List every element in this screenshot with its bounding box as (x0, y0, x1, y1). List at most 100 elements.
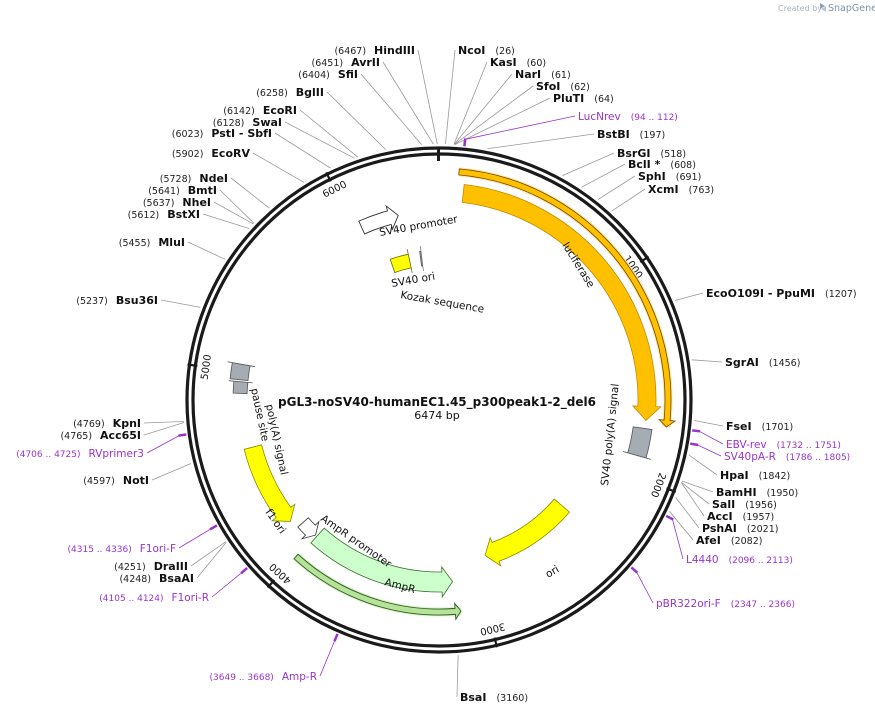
site-name-mlui: MluI (158, 236, 185, 249)
site-name-sali: SalI (712, 498, 735, 511)
primer-range-f1ori-r: (4105 .. 4124) (99, 594, 163, 604)
site-pos-acc65i: (4765) (60, 431, 92, 442)
leader-ndei (230, 177, 270, 209)
tick-mark (266, 579, 276, 589)
leader-sfoi (454, 85, 534, 145)
primer-range-pbr322ori-f: (2347 .. 2366) (731, 600, 795, 610)
leader-nhei (213, 201, 254, 225)
primer-leader-l4440 (672, 518, 684, 560)
primer-range-f1ori-f: (4315 .. 4336) (68, 545, 132, 555)
site-pos-bamhi: (1950) (767, 488, 799, 499)
site-name-sfii: SfiI (338, 68, 358, 81)
sv40-ori-box (389, 249, 413, 273)
site-pos-afei: (2082) (731, 536, 763, 547)
site-pos-bsrgi: (518) (660, 149, 686, 160)
primer-marker-amp-r (333, 633, 339, 642)
site-pos-mlui: (5455) (119, 238, 151, 249)
site-pos-fsei: (1701) (762, 422, 794, 433)
site-name-ecoo109i-ppumi: EcoO109I - PpuMI (706, 287, 815, 300)
f1-ori-arrow (243, 444, 296, 522)
site-pos-kasi: (60) (527, 58, 547, 69)
sv40-polya-box (622, 426, 653, 460)
primer-name-f1ori-r: F1ori-R (172, 592, 209, 604)
primer-leader-ebv-rev (698, 430, 724, 445)
leader-afei (669, 511, 694, 541)
site-pos-ncoi: (26) (495, 46, 515, 57)
site-pos-ndei: (5728) (160, 174, 192, 185)
leader-bsrgi (562, 152, 615, 177)
site-name-acc65i: Acc65I (100, 429, 141, 442)
primer-leader-lucnrev (465, 115, 576, 140)
ampr-arrow (310, 527, 454, 599)
feature-arrows (227, 167, 677, 621)
site-name-bstbi: BstBI (597, 128, 630, 141)
primer-name-lucnrev: LucNrev (578, 111, 621, 123)
primer-marker-lucnrev (463, 138, 467, 147)
ori-arrow (484, 498, 571, 567)
site-name-bglii: BglII (296, 86, 324, 99)
primer-range-rvprimer3: (4706 .. 4725) (16, 450, 80, 460)
luciferase-cds-outline-arrow (458, 168, 677, 428)
leader-sgrai (691, 359, 723, 363)
leader-nari (453, 73, 513, 145)
label-sv40-ori: SV40 ori (390, 270, 436, 289)
site-pos-bglii: (6258) (256, 88, 288, 99)
tick-mark (187, 363, 198, 367)
site-pos-ecoo109i-ppumi: (1207) (825, 289, 857, 300)
primer-range-amp-r: (3649 .. 3668) (210, 673, 274, 683)
snapgene-brand: SnapGene (828, 3, 875, 14)
site-pos-draiii: (4251) (114, 562, 146, 573)
site-name-pshai: PshAI (702, 522, 737, 535)
site-pos-bsaai: (4248) (119, 574, 151, 585)
primer-name-amp-r: Amp-R (282, 671, 317, 683)
site-name-nhei: NheI (182, 196, 211, 209)
site-name-bsaai: BsaAI (159, 572, 194, 585)
primer-leader-f1ori-r (211, 572, 243, 598)
site-name-bstxi: BstXI (167, 208, 200, 221)
primer-name-l4440: L4440 (686, 554, 719, 566)
site-pos-bmti: (5641) (148, 186, 180, 197)
leader-ecoo109i-ppumi (674, 292, 704, 301)
site-name-bcli: BclI * (628, 158, 661, 171)
site-pos-sfoi: (62) (570, 82, 590, 93)
label-sv40-polya: SV40 poly(A) signal (599, 383, 622, 486)
primer-marker-sv40pa-r (690, 442, 699, 447)
primer-leader-rvprimer3 (146, 435, 180, 454)
site-name-sphi: SphI (638, 170, 666, 183)
tick-mark (639, 255, 650, 264)
leader-bsu36i (160, 299, 201, 308)
pause-site-box (228, 380, 253, 394)
site-name-bsai: BsaI (460, 691, 486, 704)
leader-mlui (187, 241, 226, 260)
origin-marker (437, 148, 440, 161)
primer-markers (178, 138, 701, 642)
luciferase-arrow (461, 184, 662, 422)
primer-marker-rvprimer3 (178, 433, 187, 437)
site-name-ncoi: NcoI (458, 44, 485, 57)
primer-leader-pbr322ori-f (636, 571, 654, 604)
leader-avrii (382, 61, 434, 145)
site-pos-pshai: (2021) (747, 524, 779, 535)
site-name-ecori: EcoRI (263, 104, 297, 117)
site-name-draiii: DraIII (154, 560, 188, 573)
site-pos-sphi: (691) (676, 172, 702, 183)
site-pos-noti: (4597) (83, 476, 115, 487)
leader-bamhi (681, 480, 714, 493)
leader-sali (681, 482, 710, 505)
primer-name-rvprimer3: RVprimer3 (89, 448, 145, 460)
plasmid-name: pGL3-noSV40-humanEC1.45_p300peak1-2_del6 (278, 395, 596, 410)
site-pos-nhei: (5637) (143, 198, 175, 209)
site-pos-bsu36i: (5237) (76, 296, 108, 307)
site-pos-ecorv: (5902) (172, 149, 204, 160)
primer-leader-amp-r (319, 640, 336, 677)
leader-psti-sbfi (274, 132, 331, 169)
site-name-avrii: AvrII (351, 56, 380, 69)
leader-bsai (456, 655, 459, 698)
leader-pshai (675, 497, 700, 529)
primer-labels: LucNrev(94 .. 112)EBV-rev(1732 .. 1751)S… (16, 111, 850, 683)
site-name-bamhi: BamHI (716, 486, 757, 499)
leader-bsaai (196, 542, 227, 579)
leader-kpni (143, 421, 184, 424)
site-pos-sgrai: (1456) (769, 358, 801, 369)
